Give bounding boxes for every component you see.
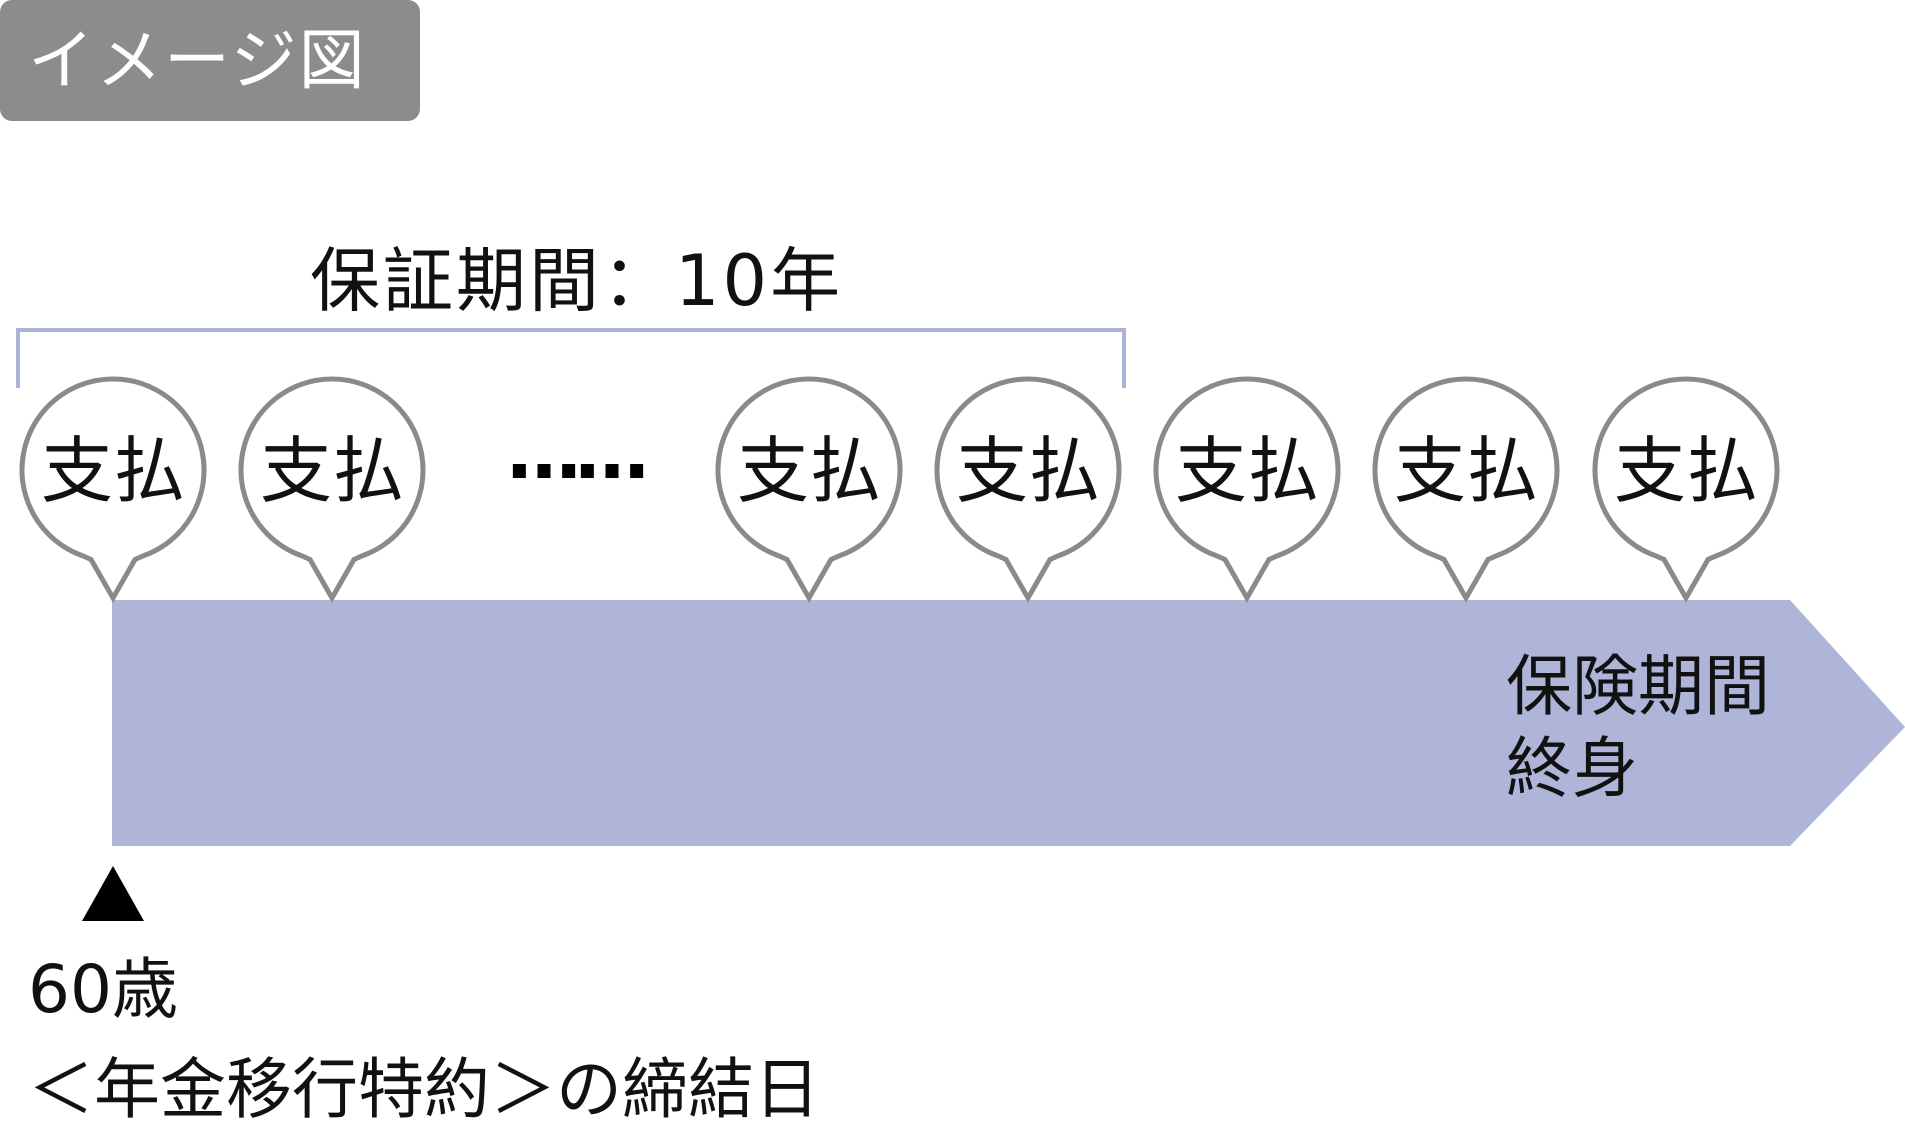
insurance-term-title: 保険期間 — [1506, 648, 1770, 725]
payment-label: 支払 — [41, 429, 185, 513]
omitted-payments-ellipsis: …… — [507, 410, 644, 496]
start-marker-triangle — [82, 866, 144, 921]
balloon-shape — [19, 376, 207, 604]
payment-balloon: 支払 — [238, 376, 426, 604]
contract-date-label: ＜年金移行特約＞の締結日 — [28, 1051, 820, 1128]
payment-balloon: 支払 — [1592, 376, 1780, 604]
balloon-shape — [1372, 376, 1560, 604]
balloon-shape — [1592, 376, 1780, 604]
insurance-term-label: 保険期間 終身 — [1506, 646, 1770, 810]
insurance-term-arrow — [112, 600, 1905, 846]
balloon-shape — [934, 376, 1122, 604]
image-label-badge: イメージ図 — [0, 0, 420, 121]
balloon-shape — [238, 376, 426, 604]
payment-balloon: 支払 — [934, 376, 1122, 604]
payment-label: 支払 — [737, 429, 881, 513]
payment-label: 支払 — [956, 429, 1100, 513]
payment-balloon: 支払 — [715, 376, 903, 604]
payment-balloon: 支払 — [1153, 376, 1341, 604]
payment-balloon: 支払 — [19, 376, 207, 604]
payment-balloons: 支払支払支払支払支払支払支払…… — [19, 376, 1780, 604]
payment-label: 支払 — [1394, 429, 1538, 513]
guarantee-bracket — [16, 328, 1126, 388]
guarantee-period-label: 保証期間：10年 — [310, 240, 844, 322]
start-age-label: 60歳 — [28, 951, 178, 1028]
payment-balloon: 支払 — [1372, 376, 1560, 604]
balloon-shape — [1153, 376, 1341, 604]
insurance-term-value: 終身 — [1506, 730, 1638, 807]
balloon-shape — [715, 376, 903, 604]
payment-label: 支払 — [1175, 429, 1319, 513]
payment-label: 支払 — [1614, 429, 1758, 513]
payment-label: 支払 — [260, 429, 404, 513]
